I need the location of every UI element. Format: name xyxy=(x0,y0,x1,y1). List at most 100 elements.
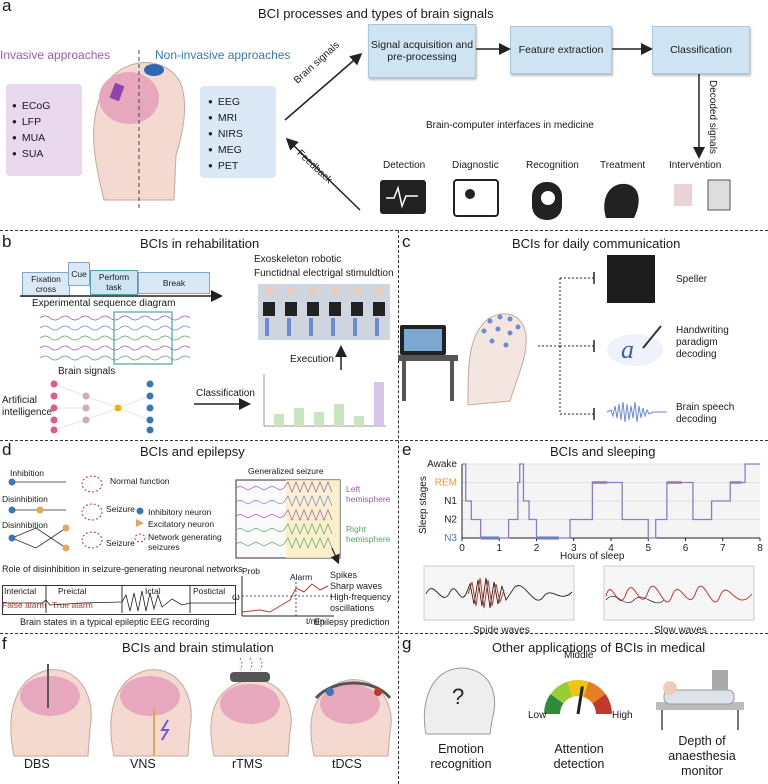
spindle-caption: Spide waves xyxy=(473,625,530,636)
anaesthesia-bed-icon xyxy=(656,670,744,730)
neuron-legend-markers xyxy=(134,507,146,543)
anaesthesia-label: Depth of anaesthesia monitor xyxy=(668,734,736,778)
sequence-fixation: Fixation cross xyxy=(22,272,70,297)
eeg-caption: Brain states in a typical epileptic EEG … xyxy=(20,617,210,627)
emotion-label: Emotion recognition xyxy=(430,742,492,771)
execution-arrow xyxy=(335,345,347,370)
speech-label: Brain speech decoding xyxy=(676,402,735,425)
spindle-wave-plot xyxy=(423,565,575,621)
svg-text:a: a xyxy=(621,335,634,364)
gauge-middle: Middle xyxy=(564,650,594,661)
speller-icon xyxy=(607,255,655,303)
gauge-low: Low xyxy=(528,710,547,721)
panel-g-title: Other applications of BCIs in medical xyxy=(492,640,706,655)
diagnostic-icon xyxy=(453,179,499,217)
alarm-label: Alarm xyxy=(290,572,313,582)
generalized-title: Generalized seizure xyxy=(248,466,324,476)
state-ictal: Ictal xyxy=(145,586,161,596)
probability-chart xyxy=(241,576,334,617)
noninvasive-item: MEG xyxy=(208,142,276,158)
user-head-icon xyxy=(467,313,527,406)
feature-spikes: Spikes xyxy=(330,570,358,580)
generalized-seizure-traces xyxy=(235,479,341,559)
x-tick-label: 3 xyxy=(571,543,577,554)
hypnogram-line xyxy=(462,463,760,539)
exo-title-2: Functidnal electrigal stimuldtion xyxy=(254,268,394,279)
communication-illustration xyxy=(398,313,527,406)
y-tick-label: N1 xyxy=(444,496,457,507)
panel-a-title: BCI processes and types of brain signals xyxy=(258,6,494,21)
classification-bar-chart xyxy=(263,374,386,427)
gauge-needle xyxy=(576,686,584,715)
panel-d-letter: d xyxy=(2,440,12,459)
true-alarm-label: True alarm xyxy=(52,600,93,610)
treatment-head-icon xyxy=(604,183,639,218)
medicine-item-detection: Detection xyxy=(383,160,426,171)
omega-label: ω xyxy=(232,592,240,603)
dbs-label: DBS xyxy=(24,757,50,771)
x-tick-label: 2 xyxy=(534,543,540,554)
sequence-cue: Cue xyxy=(68,262,90,286)
medicine-item-recognition: Recognition xyxy=(526,160,579,171)
x-tick-label: 8 xyxy=(757,543,763,554)
tmin-label: t/min xyxy=(306,616,325,626)
eeg-traces xyxy=(39,311,191,365)
feature-hfo: High-frequency oscillations xyxy=(330,592,392,613)
medicine-item-diagnostic: Diagnostic xyxy=(452,160,499,171)
x-tick-label: 5 xyxy=(645,543,651,554)
process-arrows xyxy=(476,43,705,159)
panel-c-title: BCIs for daily communication xyxy=(512,236,681,251)
disinhibition-label-1: Disinhibition xyxy=(2,494,48,504)
invasive-item: LFP xyxy=(12,114,82,130)
medicine-item-treatment: Treatment xyxy=(600,160,646,171)
y-tick-label: Awake xyxy=(427,459,457,470)
noninvasive-item: EEG xyxy=(208,94,276,110)
invasive-label: Invasive approaches xyxy=(0,48,111,62)
panel-e-title: BCIs and sleeping xyxy=(550,444,656,459)
feedback-arrow xyxy=(285,137,361,211)
signal-arrows xyxy=(284,53,363,211)
emotion-head-icon: ? xyxy=(423,667,496,735)
brain-signals-label-b: Brain signals xyxy=(58,366,116,377)
noninvasive-item: MRI xyxy=(208,110,276,126)
x-tick-label: 7 xyxy=(720,543,726,554)
slow-wave-plot xyxy=(603,565,755,621)
disinhibition-label-2: Disinhibition xyxy=(2,520,48,530)
ai-label-2: intelligence xyxy=(2,407,53,418)
speller-label: Speller xyxy=(676,274,708,285)
panel-g-letter: g xyxy=(402,634,412,653)
neural-network-icon xyxy=(50,380,154,434)
state-postictal: Postictal xyxy=(193,586,226,596)
panel-e-letter: e xyxy=(402,440,412,459)
x-tick-label: 0 xyxy=(459,543,465,554)
state-interictal: Interictal xyxy=(4,586,37,596)
noninvasive-box: EEG MRI NIRS MEG PET xyxy=(200,86,276,178)
implant-icon xyxy=(109,82,125,102)
question-mark-icon: ? xyxy=(452,684,464,709)
x-tick-label: 1 xyxy=(496,543,502,554)
neuron-network-diagram xyxy=(8,475,103,552)
classification-arrow xyxy=(194,398,251,410)
stimulation-illustrations xyxy=(10,657,392,757)
rtms-label: rTMS xyxy=(232,757,263,771)
head-illustration xyxy=(93,50,185,210)
monitor-icon xyxy=(380,180,426,214)
x-tick-label: 4 xyxy=(608,543,614,554)
ai-label-1: Artificial xyxy=(2,395,38,406)
divider-row-3 xyxy=(0,633,768,634)
eeg-recording-trace xyxy=(2,585,236,613)
machine-icon xyxy=(707,179,731,211)
tdcs-label: tDCS xyxy=(332,757,362,771)
prediction-label: Epilepsy prediction xyxy=(314,617,390,627)
left-hemisphere-label: Left hemisphere xyxy=(346,484,391,504)
lightning-icon xyxy=(160,719,170,741)
y-tick-label: N2 xyxy=(444,515,457,526)
medicine-icons xyxy=(380,179,731,220)
medicine-item-intervention: Intervention xyxy=(669,160,722,171)
gauge-high: High xyxy=(612,710,633,721)
tms-coil-icon xyxy=(230,672,270,682)
sequence-axis xyxy=(20,290,223,302)
vns-label: VNS xyxy=(130,757,156,771)
sequence-perform: Perform task xyxy=(90,270,138,295)
